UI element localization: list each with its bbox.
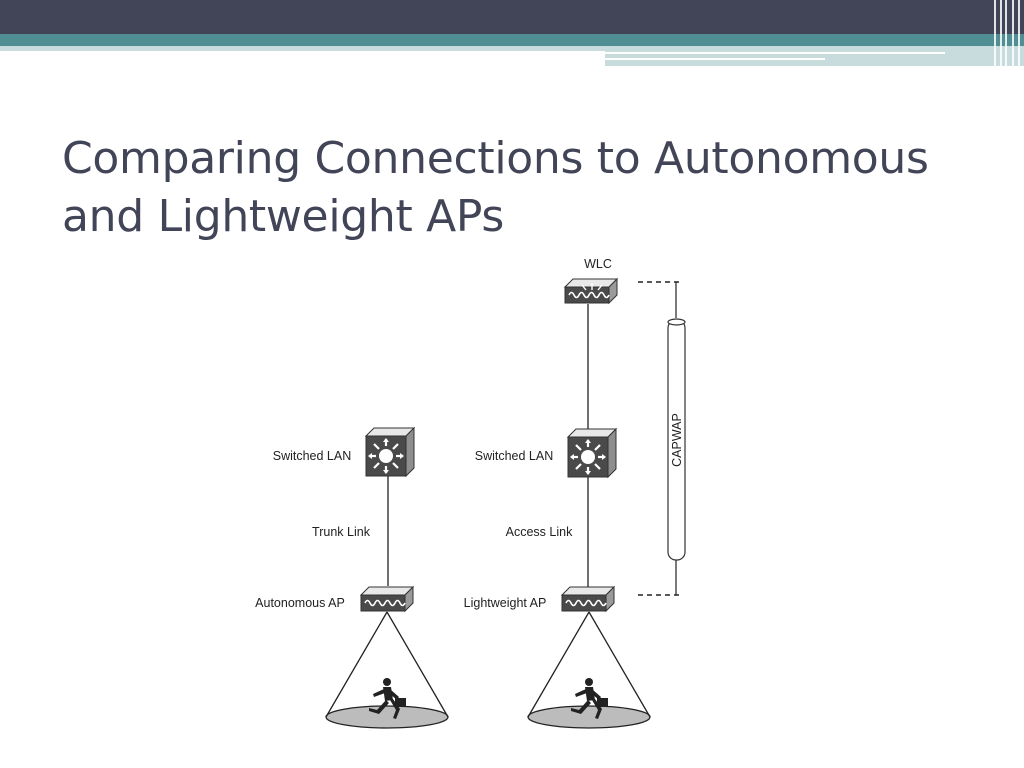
lightweight-ap-label: Lightweight AP [464, 596, 547, 610]
right-switch-label: Switched LAN [475, 449, 554, 463]
slide-title-line-2: and Lightweight APs [62, 191, 504, 242]
access-link-label: Access Link [506, 525, 573, 539]
autonomous-ap-icon [360, 586, 414, 612]
slide-title: Comparing Connections to Autonomous and … [62, 130, 1002, 246]
right-switch-icon [566, 427, 618, 479]
slide-title-line-1: Comparing Connections to Autonomous [62, 133, 929, 184]
header-bar-pale-right [605, 46, 1024, 66]
header-bar-teal [0, 34, 1024, 46]
header-right-stripes [990, 0, 1024, 70]
left-switch-label: Switched LAN [273, 449, 352, 463]
right-coverage-cone [527, 611, 651, 729]
left-coverage-cone [325, 611, 449, 729]
wlc-arrows-icon [581, 283, 603, 291]
autonomous-ap-label: Autonomous AP [255, 596, 345, 610]
header-bar-dark [0, 0, 1024, 34]
lightweight-ap-icon [561, 586, 615, 612]
trunk-link-label: Trunk Link [312, 525, 371, 539]
header-bar-pale-left [0, 46, 605, 51]
capwap-tunnel [667, 318, 686, 561]
wlc-device-icon [564, 278, 618, 304]
wlc-label: WLC [584, 257, 612, 271]
left-switch-icon [364, 426, 416, 478]
capwap-label: CAPWAP [670, 413, 684, 467]
